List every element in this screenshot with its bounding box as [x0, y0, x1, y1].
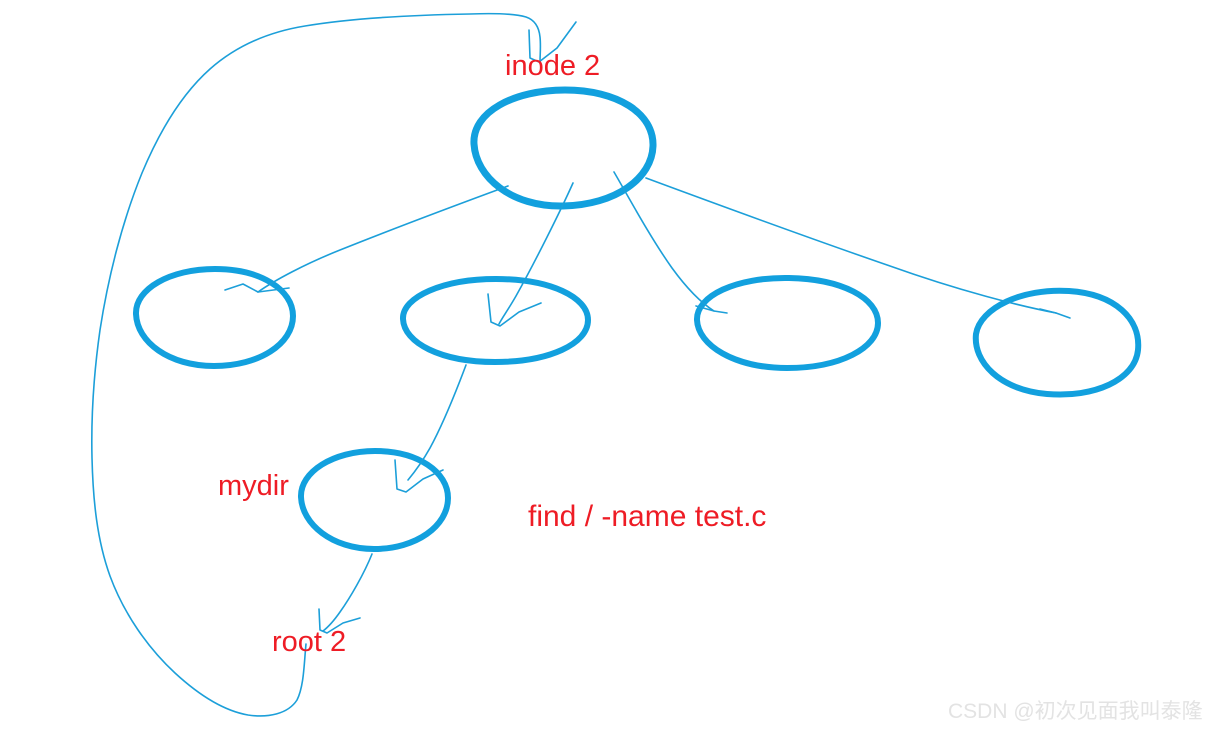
loop-root-to-inode2 [91, 12, 542, 717]
ellipse-child-4 [972, 287, 1142, 398]
arrowhead-child2 [487, 293, 542, 327]
edge-inode2-child3 [613, 171, 715, 312]
arrowhead-loop-inode2 [528, 21, 577, 63]
label-inode-2: inode 2 [505, 50, 601, 82]
arrowhead-root2 [318, 608, 361, 634]
connector-edges [91, 12, 1071, 717]
csdn-watermark: CSDN @初次见面我叫泰隆 [948, 700, 1203, 723]
arrowhead-child4 [1039, 308, 1071, 319]
ellipse-child-3 [693, 274, 882, 372]
edge-inode2-child4 [645, 177, 1057, 314]
arrowhead-child1 [224, 283, 290, 293]
label-mydir: mydir [218, 470, 289, 502]
edge-mydir-root2 [322, 553, 373, 632]
ellipse-child-1 [132, 265, 297, 370]
label-root-2: root 2 [272, 626, 347, 658]
edge-inode2-child2 [498, 182, 574, 325]
ellipse-mydir [297, 447, 452, 553]
edge-inode2-child1 [257, 185, 509, 293]
ellipse-inode-2 [470, 86, 657, 210]
ellipse-child-2 [399, 275, 592, 366]
edge-child2-mydir [407, 364, 467, 481]
label-find-command: find / -name test.c [528, 500, 767, 533]
arrowhead-mydir [394, 459, 444, 493]
arrowhead-child3 [695, 305, 728, 314]
node-ellipses [132, 86, 1142, 553]
